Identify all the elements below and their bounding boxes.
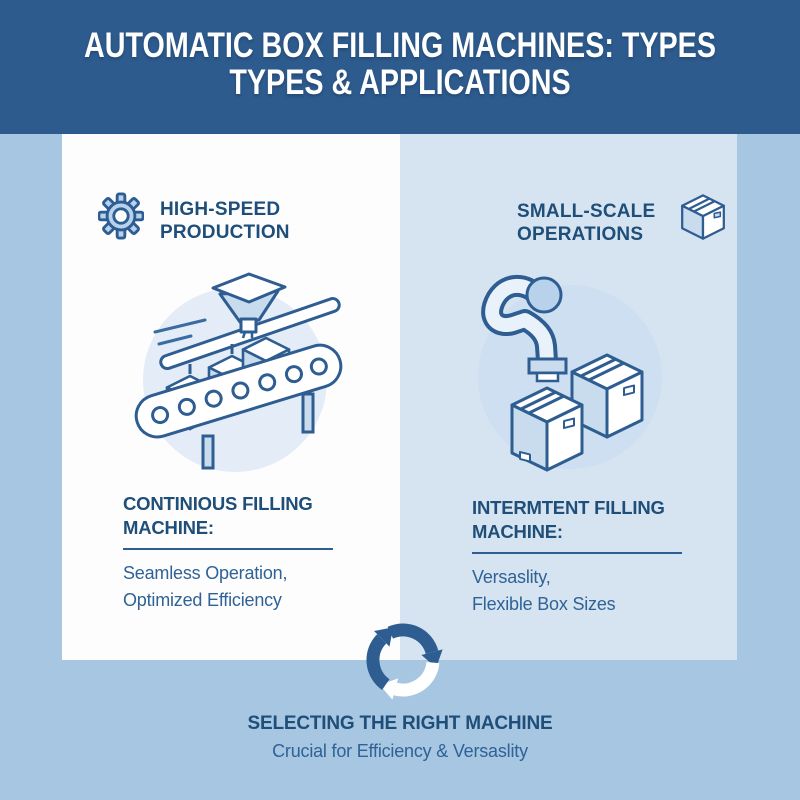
right-body-line1: Versaslity, (472, 567, 551, 587)
cycle-arrows-icon (348, 612, 458, 713)
footer-heading: SELECTING THE RIGHT MACHINE (247, 713, 553, 734)
left-panel-body: Seamless Operation, Optimized Efficiency (123, 560, 333, 614)
left-panel-text: CONTINIOUS FILLING MACHINE: Seamless Ope… (123, 492, 333, 614)
left-heading-line1: CONTINIOUS FILLING (123, 493, 313, 514)
page-title: AUTOMATIC BOX FILLING MACHINES: TYPES TY… (72, 27, 728, 101)
left-body-line2: Optimized Efficiency (123, 590, 282, 610)
left-panel-label-line2: PRODUCTION (160, 222, 290, 243)
panel-continuous-filling: HIGH-SPEED PRODUCTION (62, 134, 400, 660)
conveyor-illustration (95, 252, 395, 492)
page-title-line1: AUTOMATIC BOX FILLING MACHINES: TYPES (84, 26, 716, 65)
left-panel-heading: CONTINIOUS FILLING MACHINE: (123, 492, 333, 540)
right-body-line2: Flexible Box Sizes (472, 594, 616, 614)
right-panel-text: INTERMTENT FILLING MACHINE: Versaslity, … (472, 496, 682, 618)
header-banner: AUTOMATIC BOX FILLING MACHINES: TYPES TY… (0, 0, 800, 134)
right-panel-divider (472, 552, 682, 554)
right-panel-label-line1: SMALL-SCALE (517, 201, 656, 222)
right-panel-label-line2: OPERATIONS (517, 224, 644, 245)
robotic-arm-illustration (415, 247, 715, 487)
left-panel-divider (123, 548, 333, 550)
carton-box-icon (677, 190, 729, 249)
right-panel-label: SMALL-SCALE OPERATIONS (517, 200, 655, 246)
left-panel-label: HIGH-SPEED PRODUCTION (160, 198, 290, 244)
left-panel-header: HIGH-SPEED PRODUCTION (97, 192, 290, 245)
right-panel-heading: INTERMTENT FILLING MACHINE: (472, 496, 682, 544)
left-body-line1: Seamless Operation, (123, 563, 288, 583)
left-heading-line2: MACHINE: (123, 517, 214, 538)
page-title-line2: TYPES & APPLICATIONS (229, 63, 571, 102)
gear-icon (97, 192, 145, 245)
footer-subheading: Crucial for Efficiency & Versaslity (272, 741, 528, 761)
panel-intermittent-filling: SMALL-SCALE OPERATIONS (400, 134, 737, 660)
right-heading-line2: MACHINE: (472, 521, 563, 542)
right-panel-body: Versaslity, Flexible Box Sizes (472, 564, 682, 618)
right-heading-line1: INTERMTENT FILLING (472, 497, 665, 518)
right-panel-header: SMALL-SCALE OPERATIONS (517, 194, 729, 249)
left-panel-label-line1: HIGH-SPEED (160, 199, 281, 220)
